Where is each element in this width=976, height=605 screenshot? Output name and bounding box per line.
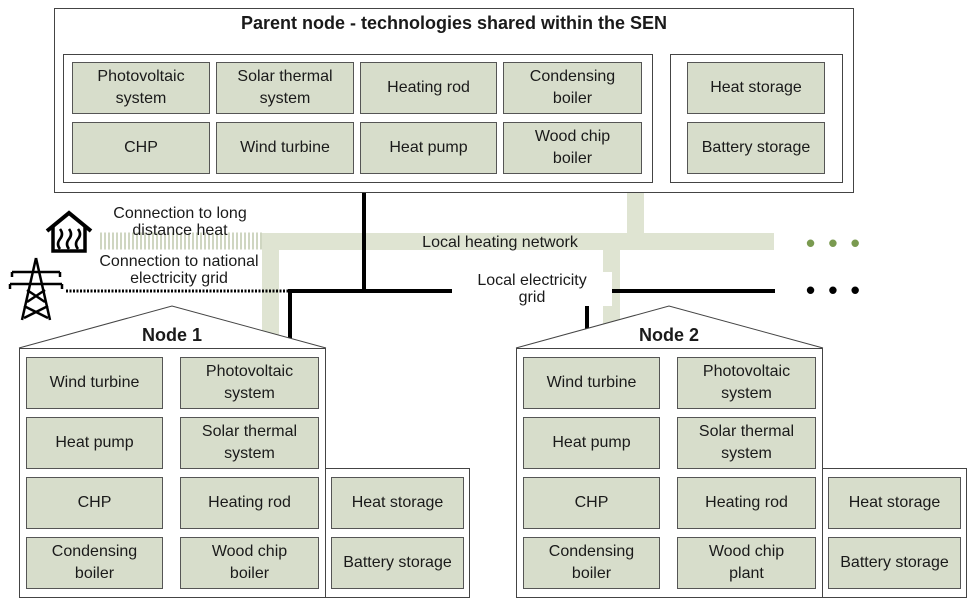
heating-network-continuation: • • • (806, 228, 863, 258)
parent-tech-condensing-boiler: Condensing boiler (503, 62, 642, 114)
parent-heat-storage: Heat storage (687, 62, 825, 114)
node2-tech-wood-chip-plant: Wood chip plant (677, 537, 816, 589)
parent-tech-solar-thermal: Solar thermal system (216, 62, 354, 114)
heating-network-line (262, 233, 774, 250)
parent-tech-heating-rod: Heating rod (360, 62, 497, 114)
house-heat-icon (45, 210, 93, 253)
node1-title: Node 1 (141, 325, 202, 345)
parent-node-title: Parent node - technologies shared within… (240, 13, 668, 33)
node2-tech-condensing-boiler: Condensing boiler (523, 537, 660, 589)
node1-tech-heating-rod: Heating rod (180, 477, 319, 529)
node1-tech-wind-turbine: Wind turbine (26, 357, 163, 409)
power-pylon-icon (8, 257, 64, 321)
node2-roof (515, 305, 824, 349)
parent-tech-photovoltaic: Photovoltaic system (72, 62, 210, 114)
node1-tech-wood-chip-boiler: Wood chip boiler (180, 537, 319, 589)
node2-tech-photovoltaic: Photovoltaic system (677, 357, 816, 409)
national-grid-label: Connection to national electricity grid (99, 253, 259, 287)
long-distance-heat-label: Connection to long distance heat (113, 205, 247, 239)
node2-tech-chp: CHP (523, 477, 660, 529)
node1-tech-solar-thermal: Solar thermal system (180, 417, 319, 469)
heating-network-label: Local heating network (422, 234, 578, 251)
heating-riser-parent (627, 182, 644, 250)
node2-tech-heating-rod: Heating rod (677, 477, 816, 529)
parent-tech-chp: CHP (72, 122, 210, 174)
node1-tech-heat-pump: Heat pump (26, 417, 163, 469)
parent-tech-wind-turbine: Wind turbine (216, 122, 354, 174)
parent-tech-heat-pump: Heat pump (360, 122, 497, 174)
node1-battery-storage: Battery storage (331, 537, 464, 589)
node2-tech-wind-turbine: Wind turbine (523, 357, 660, 409)
node2-heat-storage: Heat storage (828, 477, 961, 529)
node2-title: Node 2 (638, 325, 699, 345)
node1-roof (18, 305, 327, 349)
node2-tech-solar-thermal: Solar thermal system (677, 417, 816, 469)
electricity-grid-label: Local electricity grid (452, 272, 612, 306)
node2-battery-storage: Battery storage (828, 537, 961, 589)
parent-tech-wood-chip-boiler: Wood chip boiler (503, 122, 642, 174)
node1-tech-chp: CHP (26, 477, 163, 529)
node2-tech-heat-pump: Heat pump (523, 417, 660, 469)
parent-battery-storage: Battery storage (687, 122, 825, 174)
node1-tech-condensing-boiler: Condensing boiler (26, 537, 163, 589)
electricity-grid-continuation: • • • (806, 275, 863, 305)
node1-tech-photovoltaic: Photovoltaic system (180, 357, 319, 409)
node1-heat-storage: Heat storage (331, 477, 464, 529)
